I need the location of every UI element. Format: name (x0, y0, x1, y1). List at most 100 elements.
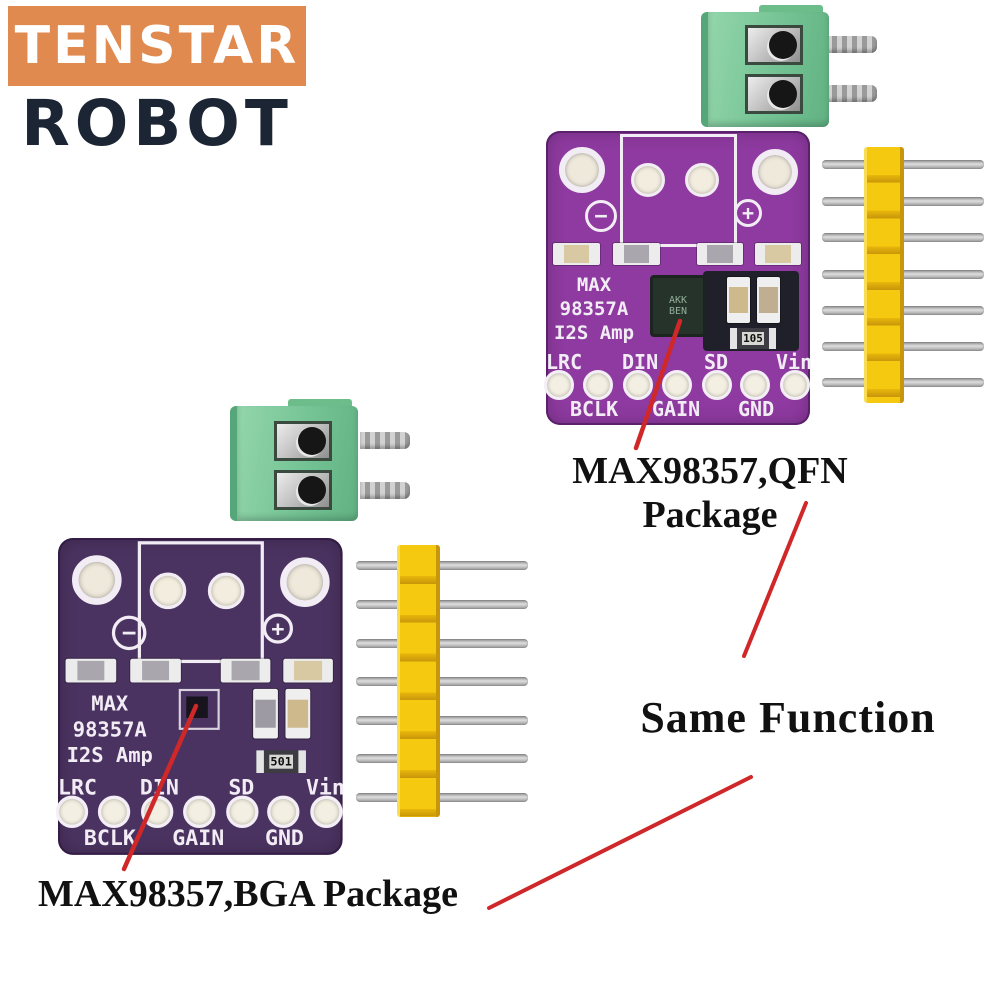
header-pin (356, 639, 528, 648)
pin-label-gnd: GND (738, 397, 775, 421)
terminal-screw (745, 25, 803, 65)
plus-symbol: + (262, 613, 294, 644)
capacitor-body (729, 287, 748, 313)
bga-package-label: MAX98357,BGA Package (37, 873, 459, 915)
header-pin (356, 754, 528, 763)
solder-pad (267, 795, 300, 828)
capacitor-body (287, 699, 309, 728)
silkscreen-text: MAX 98357A I2S Amp (58, 691, 161, 769)
solder-pad (310, 795, 343, 828)
solder-pad (183, 795, 216, 828)
speaker-hole (685, 163, 719, 197)
pin-label-lrc: LRC (58, 774, 97, 800)
qfn-package-label: MAX98357,QFN Package (572, 450, 848, 536)
smd-resistor-105: 105 (730, 328, 776, 349)
solder-pad (583, 370, 613, 400)
capacitor-body (759, 287, 778, 313)
speaker-terminal-outline (620, 134, 737, 247)
header-plastic-strip (397, 545, 440, 817)
solder-pad (623, 370, 653, 400)
solder-pad (226, 795, 259, 828)
screw-terminal-block-bottom (230, 399, 410, 521)
same-function-label: Same Function (640, 693, 936, 742)
pin-label-vin: Vin (305, 774, 345, 800)
silk-line-1: MAX (91, 692, 129, 716)
solder-pad (55, 795, 89, 828)
screw-hole (769, 80, 797, 108)
mounting-hole (752, 149, 798, 195)
smd-capacitor (757, 277, 780, 323)
smd-component (65, 658, 117, 683)
silk-line-2: 98357A (559, 298, 629, 320)
smd-component (283, 658, 333, 683)
terminal-pin (360, 482, 410, 499)
capacitor-body (255, 699, 276, 728)
pin-label-gain: GAIN (652, 397, 701, 421)
screw-terminal-block-top (701, 5, 877, 127)
smd-component (755, 243, 801, 265)
pin-header-7pin-top (822, 147, 984, 403)
smd-body (765, 245, 791, 263)
header-pin (356, 600, 528, 609)
terminal-screw (745, 74, 803, 114)
smd-capacitor (285, 688, 311, 739)
chip-marking: AKK BEN (668, 295, 688, 317)
header-pin (356, 716, 528, 725)
silkscreen-text: MAX 98357A I2S Amp (546, 273, 642, 345)
screw-hole (298, 427, 326, 455)
solder-pad (780, 370, 810, 400)
brand-logo-tenstar: TENSTAR (8, 6, 306, 86)
smd-body (231, 660, 260, 681)
terminal-pin (827, 85, 877, 102)
solder-pad (740, 370, 770, 400)
silk-line-3: I2S Amp (553, 322, 635, 344)
smd-body (623, 245, 650, 263)
smd-body (294, 660, 322, 681)
terminal-pin (827, 36, 877, 53)
max98357-qfn-chip: AKK BEN (650, 275, 706, 337)
speaker-hole (149, 572, 187, 610)
max98357-bga-chip (186, 696, 208, 719)
pin-label-bclk: BCLK (83, 824, 136, 851)
max98357-qfn-board: − + MAX 98357A I2S Amp AKK BEN 105 LRC D… (544, 131, 813, 425)
header-pin (356, 793, 528, 802)
screw-hole (298, 476, 326, 504)
terminal-screw (274, 421, 332, 461)
smd-capacitor (253, 688, 278, 739)
mounting-hole (72, 555, 122, 605)
solder-pad (662, 370, 692, 400)
pin-label-din: DIN (622, 350, 659, 374)
speaker-hole (207, 572, 245, 610)
component-code: 501 (269, 754, 293, 769)
smd-component (553, 243, 600, 265)
pin-label-gnd: GND (264, 824, 304, 851)
pin-header-7pin-bottom (356, 545, 528, 818)
smd-capacitor (727, 277, 750, 323)
plus-symbol: + (734, 199, 762, 227)
smd-body (141, 660, 170, 681)
minus-symbol: − (111, 615, 147, 651)
smd-resistor-501: 501 (256, 750, 306, 774)
pin-label-vin: Vin (776, 350, 813, 374)
silk-line-1: MAX (576, 274, 612, 296)
component-code: 105 (742, 332, 764, 345)
silk-line-2: 98357A (72, 718, 147, 742)
silk-line-3: I2S Amp (66, 743, 153, 768)
terminal-pin (360, 432, 410, 449)
mounting-hole (280, 557, 330, 607)
header-plastic-strip (864, 147, 904, 403)
pin-label-gain: GAIN (172, 824, 225, 851)
header-pin (356, 677, 528, 686)
pointer-line-same-to-bga (487, 775, 753, 910)
mounting-hole (559, 147, 605, 193)
pin-label-lrc: LRC (546, 350, 583, 374)
smd-component (613, 243, 660, 265)
smd-component (220, 658, 271, 683)
solder-pad (141, 795, 174, 828)
solder-pad (97, 795, 131, 828)
minus-symbol: − (585, 200, 617, 232)
max98357-bga-board: − + MAX 98357A I2S Amp 501 LRC DIN SD Vi… (55, 538, 345, 855)
pin-label-sd: SD (228, 774, 255, 800)
smd-body (707, 245, 733, 263)
